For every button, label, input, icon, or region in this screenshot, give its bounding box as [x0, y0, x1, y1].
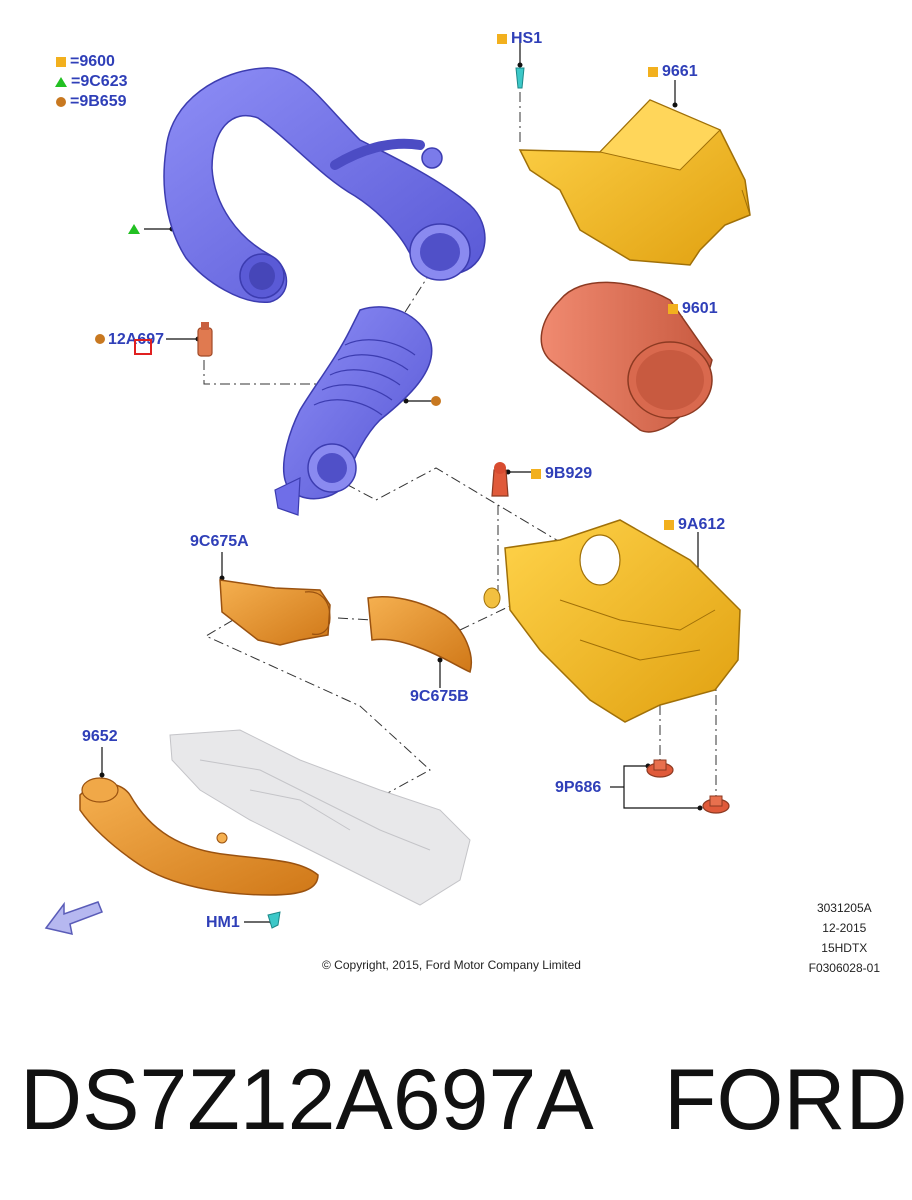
copyright-notice: © Copyright, 2015, Ford Motor Company Li… — [322, 958, 581, 972]
selected-part-highlight — [134, 339, 152, 355]
diagram-artwork — [44, 40, 751, 935]
brand-title: FORD — [664, 1052, 908, 1148]
air-cleaner-cover — [518, 99, 751, 266]
legend-circle: =9B659 — [56, 93, 127, 111]
mass-airflow-sensor-12A697 — [197, 322, 213, 357]
air-guide-9C675B — [367, 596, 472, 674]
reference-date: 12-2015 — [822, 921, 867, 935]
air-cleaner-housing-lower — [483, 519, 741, 723]
clip-HM1 — [267, 911, 281, 929]
intake-duct-upper — [163, 67, 486, 303]
square-marker-icon — [497, 33, 507, 44]
diagram-key-markers — [95, 224, 441, 406]
legend-triangle: =9C623 — [55, 73, 128, 91]
callout-9652[interactable]: 9652 — [82, 728, 118, 745]
grommets-9P686 — [646, 759, 730, 814]
reference-model: 15HDTX — [821, 941, 868, 955]
callout-hs1[interactable]: HS1 — [497, 30, 542, 48]
triangle-marker-icon — [55, 76, 67, 87]
callout-hm1[interactable]: HM1 — [206, 914, 240, 931]
square-marker-icon — [56, 56, 66, 67]
clip-HS1 — [515, 67, 525, 89]
square-marker-icon — [648, 66, 658, 77]
square-marker-icon — [668, 303, 678, 314]
reference-code: 3031205A — [816, 901, 872, 915]
legend-square: =9600 — [56, 53, 115, 71]
reference-figure-id: F0306028-01 — [808, 961, 880, 975]
air-inlet-duct-9652 — [79, 777, 319, 896]
callout-9p686[interactable]: 9P686 — [555, 779, 602, 796]
callout-9b929[interactable]: 9B929 — [531, 465, 592, 483]
subframe-ghost — [169, 729, 471, 906]
callout-9a612[interactable]: 9A612 — [664, 516, 725, 534]
intake-bellows-lower — [274, 306, 433, 516]
diagram-reference-block: 3031205A 12-2015 15HDTX F0306028-01 — [809, 898, 880, 978]
callout-9661[interactable]: 9661 — [648, 63, 698, 81]
callout-9c675b[interactable]: 9C675B — [410, 688, 469, 705]
callout-9601[interactable]: 9601 — [668, 300, 718, 318]
square-marker-icon — [531, 468, 541, 479]
callout-9c675a[interactable]: 9C675A — [190, 533, 249, 550]
air-guide-9C675A — [219, 579, 331, 646]
front-direction-arrow-icon — [44, 901, 103, 935]
air-filter-element — [540, 281, 713, 433]
part-number-title: DS7Z12A697A — [20, 1052, 594, 1148]
square-marker-icon — [664, 519, 674, 530]
vacuum-fitting-9B929 — [491, 462, 509, 497]
circle-marker-icon — [56, 96, 66, 107]
